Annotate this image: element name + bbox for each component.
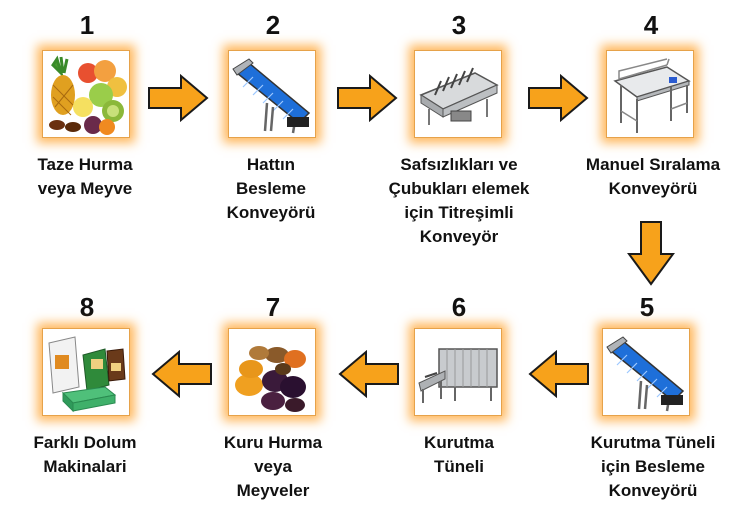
step-6-label: Kurutma Tüneli [394,431,524,479]
step-8-label: Farklı Dolum Makinalari [20,431,150,479]
arrow-right-icon [147,74,209,122]
step-4-number: 4 [601,10,701,40]
vibrating-conveyor-icon [414,50,502,138]
step-4-label: Manuel Sıralama Konveyörü [568,153,738,201]
step-7-number: 7 [223,292,323,322]
step-8-number: 8 [37,292,137,322]
filling-packages-icon [42,328,130,416]
step-5-label: Kurutma Tüneli için Besleme Konveyörü [568,431,738,503]
arrow-left-icon [151,350,213,398]
sorting-conveyor-icon [606,50,694,138]
dried-fruit-icon [228,328,316,416]
step-2-label: Hattın Besleme Konveyörü [206,153,336,225]
step-5-number: 5 [597,292,697,322]
incline-conveyor-icon [602,328,690,416]
step-3-number: 3 [409,10,509,40]
step-6-number: 6 [409,292,509,322]
drying-tunnel-icon [414,328,502,416]
fresh-fruit-icon [42,50,130,138]
step-1-label: Taze Hurma veya Meyve [20,153,150,201]
arrow-right-icon [527,74,589,122]
step-7-label: Kuru Hurma veya Meyveler [208,431,338,503]
arrow-right-icon [336,74,398,122]
arrow-left-icon [338,350,400,398]
arrow-left-icon [528,350,590,398]
step-3-label: Safsızlıkları ve Çubukları elemek için T… [379,153,539,249]
step-2-number: 2 [223,10,323,40]
step-1-number: 1 [37,10,137,40]
arrow-down-icon [627,220,675,286]
incline-conveyor-icon [228,50,316,138]
